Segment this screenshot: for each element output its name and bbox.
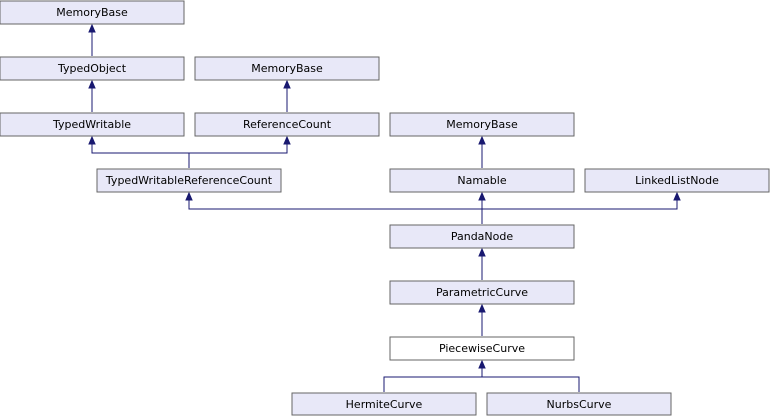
node-label: TypedObject	[57, 62, 127, 75]
edge-pandanode-branch	[188, 199, 678, 210]
arrow-to-twrc	[185, 191, 193, 201]
arrow-to-parametriccurve	[478, 303, 486, 313]
node-box	[194, 112, 380, 137]
node-label: MemoryBase	[446, 118, 518, 131]
node-typedobject[interactable]: TypedObject	[0, 56, 185, 81]
node-memorybase-1[interactable]: MemoryBase	[0, 0, 185, 25]
node-hermitecurve[interactable]: HermiteCurve	[291, 392, 477, 416]
node-box	[389, 280, 575, 305]
node-label: PandaNode	[451, 230, 514, 243]
node-typedwritable[interactable]: TypedWritable	[0, 112, 185, 137]
node-box	[0, 0, 185, 25]
node-box	[0, 56, 185, 81]
node-box	[291, 392, 477, 416]
node-label: TypedWritable	[52, 118, 131, 131]
arrow-to-namable	[478, 191, 486, 201]
arrow-to-memorybase-1	[88, 23, 96, 33]
node-piecewisecurve: PiecewiseCurve	[389, 336, 575, 361]
node-label: MemoryBase	[251, 62, 323, 75]
node-box-current	[389, 336, 575, 361]
arrow-to-memorybase-2	[283, 79, 291, 89]
node-typedwritablereferencecount[interactable]: TypedWritableReferenceCount	[96, 168, 282, 193]
edge-subclasses-branch	[383, 376, 580, 392]
node-box	[584, 168, 770, 193]
node-label: LinkedListNode	[635, 174, 719, 187]
node-nurbscurve[interactable]: NurbsCurve	[486, 392, 672, 416]
node-label: MemoryBase	[56, 6, 128, 19]
node-label: ReferenceCount	[243, 118, 332, 131]
node-box	[389, 168, 575, 193]
arrow-to-linkedlistnode	[673, 191, 681, 201]
node-label: PiecewiseCurve	[439, 342, 525, 355]
node-box	[389, 224, 575, 249]
node-pandanode[interactable]: PandaNode	[389, 224, 575, 249]
node-box	[486, 392, 672, 416]
arrow-to-piecewisecurve	[478, 359, 486, 369]
arrow-to-memorybase-3	[478, 135, 486, 145]
node-parametriccurve[interactable]: ParametricCurve	[389, 280, 575, 305]
node-linkedlistnode[interactable]: LinkedListNode	[584, 168, 770, 193]
edge-twrc-branch	[91, 143, 288, 154]
node-box	[389, 112, 575, 137]
node-box	[0, 112, 185, 137]
node-memorybase-2[interactable]: MemoryBase	[194, 56, 380, 81]
node-label: HermiteCurve	[346, 398, 423, 411]
arrow-to-typedobject	[88, 79, 96, 89]
node-label: Namable	[457, 174, 506, 187]
arrow-to-typedwritable	[88, 135, 96, 145]
node-label: NurbsCurve	[547, 398, 612, 411]
arrow-to-pandanode	[478, 247, 486, 257]
edges	[88, 23, 681, 392]
arrow-to-referencecount	[283, 135, 291, 145]
node-box	[96, 168, 282, 193]
node-memorybase-3[interactable]: MemoryBase	[389, 112, 575, 137]
node-referencecount[interactable]: ReferenceCount	[194, 112, 380, 137]
node-box	[194, 56, 380, 81]
node-label: TypedWritableReferenceCount	[105, 174, 273, 187]
node-namable[interactable]: Namable	[389, 168, 575, 193]
node-label: ParametricCurve	[436, 286, 528, 299]
